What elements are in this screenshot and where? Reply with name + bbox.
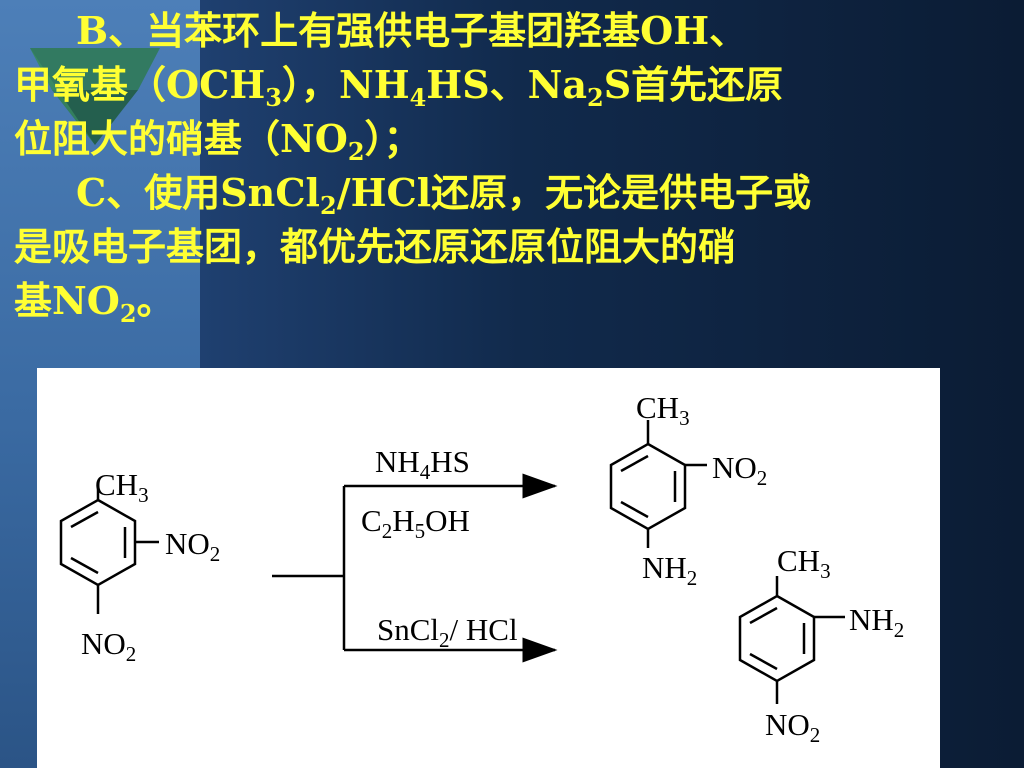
text-line-5: 是吸电子基团，都优先还原还原位阻大的硝 <box>14 224 737 269</box>
reaction-arrows <box>272 473 558 663</box>
start-no2-bottom-label: NO2 <box>81 626 136 666</box>
product1-ch3-label: CH3 <box>636 390 690 430</box>
text-line-3: 位阻大的硝基（NO2）； <box>14 116 422 166</box>
text-line-1: B、当苯环上有强供电子基团羟基OH、 <box>76 8 748 53</box>
start-no2-label: NO2 <box>165 526 220 566</box>
text-line-4: C、使用SnCl2/HCl还原，无论是供电子或 <box>76 170 812 220</box>
product1-molecule <box>609 420 707 548</box>
product1-nh2-label: NH2 <box>642 550 697 590</box>
text-line-2: 甲氧基（OCH3），NH4HS、Na2S首先还原 <box>14 62 784 112</box>
start-molecule <box>59 482 159 614</box>
reaction-diagram: CH3 NO2 NO2 NH4HS C2H5OH SnCl2/ HCl CH3 … <box>37 368 940 768</box>
product2-ch3-label: CH3 <box>777 543 831 583</box>
product1-no2-label: NO2 <box>712 450 767 490</box>
reaction-scheme: CH3 NO2 NO2 NH4HS C2H5OH SnCl2/ HCl CH3 … <box>59 390 904 747</box>
reagent-nh4hs: NH4HS <box>375 444 470 484</box>
text-line-6: 基NO2。 <box>14 278 175 328</box>
product2-molecule <box>738 576 845 704</box>
product2-nh2-label: NH2 <box>849 602 904 642</box>
gem-logo-icon <box>30 48 160 145</box>
start-ch3-label: CH3 <box>95 467 149 507</box>
solvent-ethanol: C2H5OH <box>361 503 470 543</box>
reagent-sncl2-hcl: SnCl2/ HCl <box>377 612 518 652</box>
text-content: B、当苯环上有强供电子基团羟基OH、 甲氧基（OCH3），NH4HS、Na2S首… <box>14 4 1014 328</box>
product2-no2-label: NO2 <box>765 707 820 747</box>
